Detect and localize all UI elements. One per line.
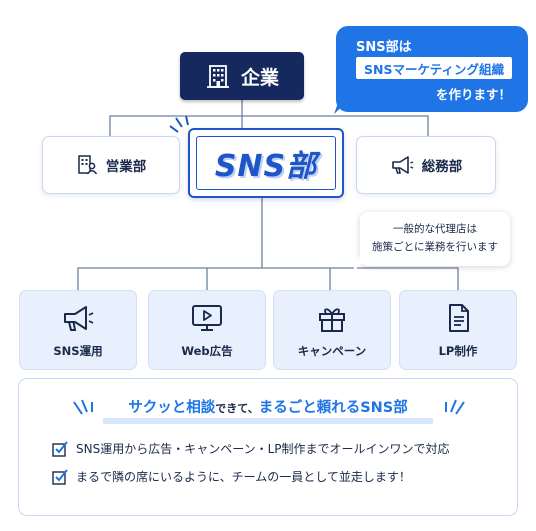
bubble-line-3: を作ります！ [436,87,512,102]
service-label: Web広告 [181,344,233,358]
monitor-play-icon [192,305,222,331]
service-card-lp: LP制作 [399,290,517,370]
sales-dept-label: 営業部 [105,159,147,175]
agency-note-tail [352,256,372,272]
headline-part-3: まるごと頼れる [258,400,361,416]
agency-note-line-1: 一般的な代理店は [393,223,477,235]
sns-dept-logo: SNS部 [214,149,318,184]
headline-part-2: できて、 [215,402,259,415]
sparkle-left-icon [73,399,93,415]
sales-dept-card: 営業部 [42,136,180,194]
emphasis-marks [169,115,189,133]
speech-bubble-tail [334,92,358,114]
summary-item: まるで隣の席にいるように、チームの一員として並走します！ [52,468,411,485]
service-label: LP制作 [438,344,478,358]
company-box: 企業 [180,52,304,100]
bubble-line-1: SNS部は [356,40,412,55]
megaphone-icon [391,156,414,174]
summary-headline: サクッと相談できて、まるごと頼れるSNS部 [18,396,518,417]
service-card-sns: SNS運用 [19,290,137,370]
sns-dept-inner: SNS部 [196,136,336,190]
headline-part-1: サクッと相談 [128,400,216,416]
service-label: キャンペーン [297,344,367,358]
checkbox-checked-icon [52,468,68,485]
summary-item: SNS運用から広告・キャンペーン・LP制作までオールインワンで対応 [52,440,450,457]
headline-part-4: SNS部 [360,400,408,416]
company-label: 企業 [240,66,279,89]
general-affairs-label: 総務部 [421,159,463,175]
agency-note-bubble: 一般的な代理店は 施策ごとに業務を行います [360,212,510,266]
summary-panel [18,378,518,516]
general-affairs-card: 総務部 [356,136,496,194]
headline-underline [103,418,433,424]
megaphone-icon [64,306,94,331]
sns-dept-box [188,128,344,198]
gift-icon [319,308,345,332]
service-label: SNS運用 [53,344,103,358]
service-card-campaign: キャンペーン [273,290,391,370]
service-card-web-ad: Web広告 [148,290,266,370]
document-icon [449,304,469,332]
building-icon [206,65,229,88]
sparkle-right-icon [445,399,465,415]
summary-item-text: まるで隣の席にいるように、チームの一員として並走します！ [76,470,411,484]
summary-item-text: SNS運用から広告・キャンペーン・LP制作までオールインワンで対応 [76,442,450,456]
agency-note-line-2: 施策ごとに業務を行います [372,241,498,253]
person-building-icon [78,155,97,175]
bubble-line-2: SNSマーケティング組織 [356,57,512,79]
checkbox-checked-icon [52,440,68,457]
